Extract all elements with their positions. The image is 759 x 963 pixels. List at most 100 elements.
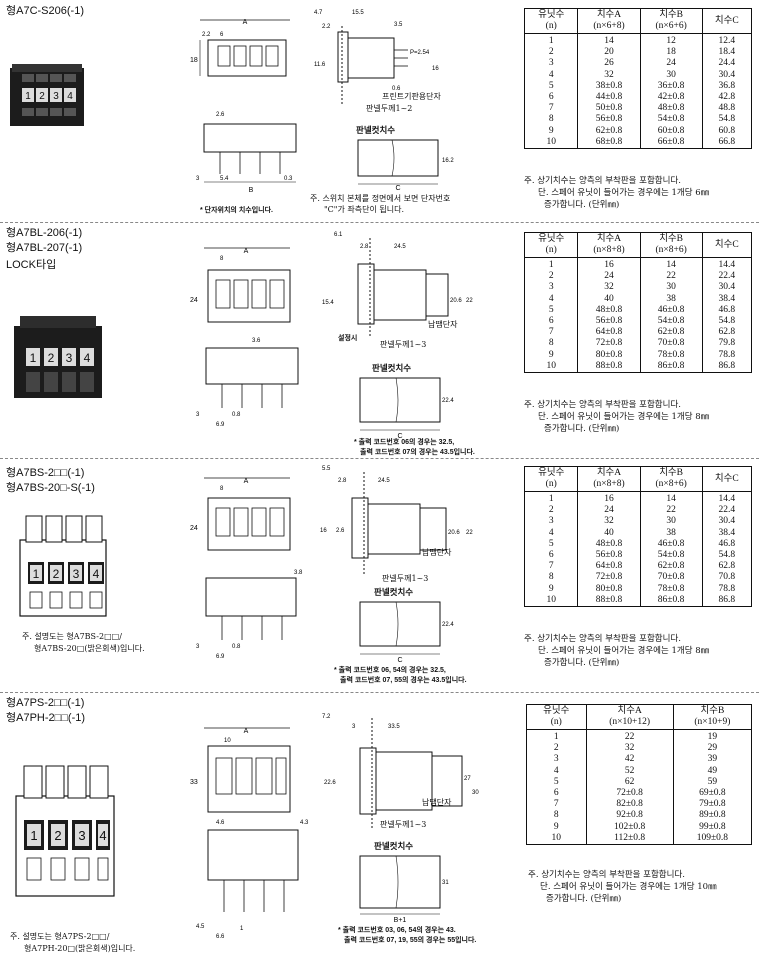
table-cell: 78.8	[701, 349, 752, 361]
digit-label: 4	[99, 828, 106, 843]
dim-label: 5.5	[322, 466, 331, 472]
table-cell: 70±0.8	[639, 338, 703, 350]
table-cell: 54.8	[701, 550, 752, 562]
table-cell: 24.4	[701, 58, 752, 70]
table-cell: 12.4	[701, 33, 752, 48]
table-cell: 49	[672, 765, 752, 777]
table-cell: 10	[546, 360, 556, 371]
dim-label: 2.6	[216, 112, 225, 118]
panel-cut-title: 판넬컷치수	[374, 841, 414, 851]
header-cell: 치수A(n×10+12)	[585, 704, 674, 730]
table-cell: 54±0.8	[639, 114, 703, 126]
table-cell: 54±0.8	[639, 550, 703, 562]
table-cell: 46.8	[701, 304, 752, 317]
table-cell: 5	[548, 538, 554, 549]
photo-caption: 형A7BS-20□(밝은회색)입니다.	[34, 644, 145, 653]
table-cell: 70±0.8	[639, 572, 703, 584]
header-cell: 유닛수(n)	[526, 704, 587, 730]
front-view-drawing: A 2.2 6 18	[190, 19, 290, 77]
digit-label: 4	[84, 351, 91, 365]
table-cell: 62.8	[701, 327, 752, 339]
table-cell: 4	[548, 293, 554, 304]
bottom-view-drawing: 3.8 3 0.8 6.9	[196, 570, 303, 660]
table-cell: 62	[585, 776, 674, 789]
table-cell: 109±0.8	[672, 832, 752, 845]
photo-caption: 형A7PH-20□(밝은회색)입니다.	[24, 944, 136, 953]
table-cell: 8	[548, 114, 554, 125]
header-text: 유닛수	[538, 468, 565, 478]
table-cell: 1	[553, 732, 559, 742]
dim-label: C	[395, 185, 400, 190]
dim-label: C	[397, 433, 402, 440]
output-code-note: * 출력 코드번호 06, 54의 경우는 32.5,	[334, 667, 446, 674]
header-text: (n)	[545, 479, 557, 489]
dim-label: 2.6	[336, 528, 345, 534]
panel-cut-drawing: 16.2 C	[357, 139, 454, 190]
table-note: 단. 스페어 유닛이 들어가는 경우에는 1개당 10㎜	[540, 882, 717, 892]
dim-label: 24	[190, 297, 198, 304]
dim-label: 22	[466, 530, 473, 536]
table-cell: 38.4	[701, 527, 752, 539]
dim-label: 22.4	[442, 398, 454, 404]
dim-label: 3	[352, 724, 356, 730]
table-note: 증가합니다. (단위㎜)	[546, 894, 622, 904]
table-cell: 64±0.8	[577, 327, 641, 339]
header-text: 치수A	[596, 468, 622, 478]
dim-label: 3	[196, 412, 200, 418]
table-cell: 24	[577, 271, 641, 283]
table-cell: 78.8	[701, 583, 752, 595]
table-cell: 40	[577, 527, 641, 539]
dim-label: 15.5	[352, 10, 364, 16]
digit-label: 1	[30, 351, 37, 365]
table-cell: 68±0.8	[577, 136, 641, 149]
table-cell: 56±0.8	[577, 550, 641, 562]
table-cell: 3	[548, 516, 554, 527]
table-cell: 5	[548, 80, 554, 91]
table-cell: 46±0.8	[639, 304, 703, 317]
table-cell: 82±0.8	[585, 799, 674, 811]
dim-label: 20.6	[448, 530, 460, 536]
table-note: 증가합니다. (단위㎜)	[544, 200, 620, 210]
model-title: 형A7BS-2□□(-1)	[6, 467, 85, 479]
panel-cut-drawing: 22.4 C	[359, 601, 454, 664]
terminal-note: * 단자위치의 치수입니다.	[200, 207, 273, 214]
dim-label: 22	[466, 298, 473, 304]
front-note: "C"가 좌측단이 됩니다.	[324, 205, 404, 214]
table-cell: 36±0.8	[639, 80, 703, 93]
header-text: 유닛수	[538, 234, 565, 244]
table-cell: 22.4	[701, 505, 752, 517]
dim-label: 6.1	[334, 232, 343, 238]
dim-label: 33	[190, 779, 198, 786]
table-cell: 10	[546, 136, 556, 147]
dim-label: 27	[464, 776, 471, 782]
table-cell: 30	[639, 282, 703, 294]
table-cell: 56±0.8	[577, 316, 641, 328]
header-cell: 치수A(n×8+8)	[577, 232, 641, 258]
section-a7bs: 형A7BS-2□□(-1) 형A7BS-20□-S(-1) 1 2 3 4 주.…	[0, 460, 759, 692]
product-photo: 1 2 3 4	[14, 512, 114, 624]
table-cell: 29	[672, 743, 752, 755]
dim-label: 22.4	[442, 622, 454, 628]
table-cell: 2	[548, 271, 554, 282]
table-cell: 24	[577, 505, 641, 517]
dim-label: 2.8	[360, 244, 369, 250]
table-cell: 69±0.8	[672, 788, 752, 800]
table-cell: 5	[548, 304, 554, 315]
table-cell: 46.8	[701, 538, 752, 551]
dim-label: C	[397, 657, 402, 664]
table-cell: 39	[672, 754, 752, 766]
section-divider	[0, 458, 759, 459]
table-cell: 14	[639, 257, 703, 272]
